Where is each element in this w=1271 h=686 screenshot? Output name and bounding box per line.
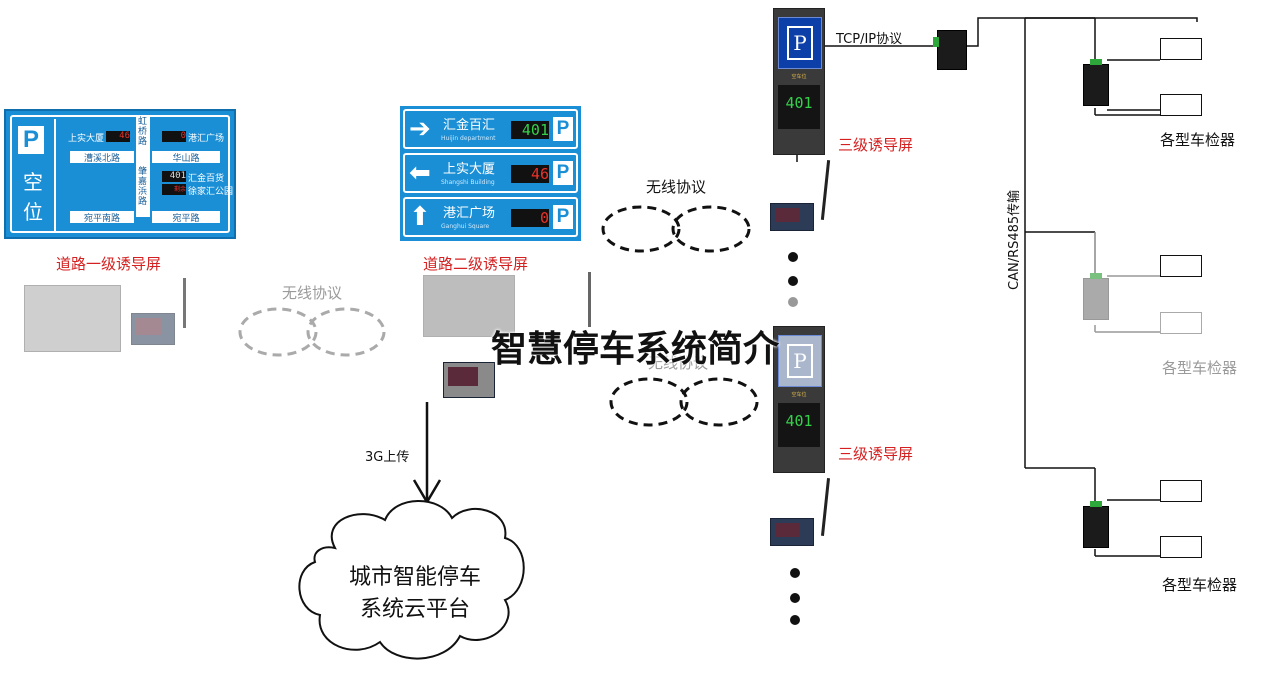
lot-d-name: 徐家汇公园	[188, 187, 234, 197]
tcp-label: TCP/IP协议	[836, 32, 903, 47]
lot-b-name: 港汇广场	[188, 134, 225, 144]
sign2-row-1: ➔ 汇金百汇 Huijin department 401 P	[403, 109, 578, 149]
sign2-row-name: 汇金百汇	[443, 118, 496, 133]
lot-d-count: 剩余	[162, 184, 186, 195]
ellipsis-dot	[788, 252, 798, 262]
lot-a-name: 上实大厦	[68, 134, 105, 144]
level-3-guidance-screen: P 空车位 401	[773, 8, 825, 155]
road-label-2: 华山路	[152, 151, 220, 164]
detector-label-3: 各型车检器	[1162, 576, 1238, 594]
parking-p-icon: P	[18, 126, 44, 154]
diagram-title: 智慧停车系统简介	[491, 329, 780, 370]
label-kiosk-2: 三级诱导屏	[838, 445, 914, 463]
ellipsis-dot	[788, 297, 798, 307]
parking-p-icon: P	[553, 117, 573, 141]
arrow-up-icon: ⬆	[409, 202, 431, 232]
vacancy-char-1: 空	[23, 170, 43, 194]
parking-slot-icon	[1160, 480, 1202, 502]
wireless-label-1: 无线协议	[282, 284, 343, 302]
level-3-guidance-screen: P 空车位 401	[773, 326, 825, 473]
parking-p-icon: P	[778, 335, 822, 387]
lot-b-count: 0	[162, 131, 186, 142]
parking-slot-icon	[1160, 94, 1202, 116]
label-road-sign-level-2: 道路二级诱导屏	[423, 255, 529, 273]
sign-divider	[54, 119, 56, 231]
uplink-label: 3G上传	[365, 450, 410, 465]
kiosk-caption: 空车位	[791, 392, 807, 398]
vertical-road-1: 虹桥路	[138, 117, 148, 147]
kiosk-display: 401	[778, 85, 820, 129]
wireless-label-3: 无线协议	[648, 354, 709, 372]
road-label-4: 宛平路	[152, 211, 220, 224]
sign2-row-count: 401	[511, 121, 549, 139]
road-label-1: 漕溪北路	[70, 151, 134, 164]
can-rs485-label: CAN/RS485传输	[1007, 189, 1022, 290]
parking-p-icon: P	[553, 161, 573, 185]
sign2-row-sub: Shangshi Building	[441, 179, 495, 186]
parking-slot-icon	[1160, 312, 1202, 334]
vehicle-detector	[1083, 59, 1109, 106]
sign2-row-count: 0	[511, 209, 549, 227]
lot-c-name: 汇金百货	[188, 174, 225, 184]
sign-back-panel	[24, 285, 121, 352]
road-label-3: 宛平南路	[70, 211, 134, 224]
wireless-label-2: 无线协议	[646, 178, 707, 196]
arrow-left-icon: ⬅	[409, 158, 431, 188]
kiosk-count: 401	[785, 412, 813, 430]
sign2-row-count: 46	[511, 165, 549, 183]
label-kiosk-1: 三级诱导屏	[838, 136, 914, 154]
sign2-row-sub: Ganghui Square	[441, 223, 490, 230]
wireless-module	[131, 313, 175, 345]
label-road-sign-level-1: 道路一级诱导屏	[56, 255, 162, 273]
sign2-row-2: ⬅ 上实大厦 Shangshi Building 46 P	[403, 153, 578, 193]
road-guidance-sign-level-1: P 空 位 上实大厦 46 港汇广场 0 漕溪北路 华山路 虹桥路 肇嘉浜路 4…	[4, 109, 236, 239]
cloud-platform-label: 城市智能停车系统云平台	[330, 562, 500, 626]
antenna-icon	[588, 272, 591, 327]
detector-label-1: 各型车检器	[1160, 131, 1236, 149]
vehicle-detector	[1083, 501, 1109, 548]
antenna-icon	[183, 278, 186, 328]
parking-p-icon: P	[778, 17, 822, 69]
kiosk-caption: 空车位	[791, 74, 807, 80]
ellipsis-dot	[790, 593, 800, 603]
wireless-module	[770, 203, 814, 231]
detector-label-2: 各型车检器	[1162, 359, 1238, 377]
sign2-row-name: 港汇广场	[443, 206, 496, 221]
parking-slot-icon	[1160, 536, 1202, 558]
ellipsis-dot	[788, 276, 798, 286]
vacancy-char-2: 位	[23, 200, 43, 224]
sign2-row-3: ⬆ 港汇广场 Ganghui Square 0 P	[403, 197, 578, 237]
sign-back-panel	[423, 275, 515, 337]
cloud-line-2: 系统云平台	[359, 597, 470, 622]
sign2-row-name: 上实大厦	[443, 162, 496, 177]
vehicle-detector	[1083, 273, 1109, 320]
ellipsis-dot	[790, 568, 800, 578]
wireless-module	[443, 362, 495, 398]
vertical-road-2: 肇嘉浜路	[138, 167, 148, 207]
arrow-right-icon: ➔	[409, 114, 431, 144]
road-guidance-sign-level-2: ➔ 汇金百汇 Huijin department 401 P ⬅ 上实大厦 Sh…	[400, 106, 581, 241]
wireless-module	[770, 518, 814, 546]
protocol-converter	[933, 30, 967, 70]
lot-c-count: 401	[162, 171, 186, 182]
parking-p-icon: P	[553, 205, 573, 229]
kiosk-count: 401	[785, 94, 813, 112]
parking-slot-icon	[1160, 255, 1202, 277]
ellipsis-dot	[790, 615, 800, 625]
sign2-row-sub: Huijin department	[441, 135, 496, 142]
cloud-line-1: 城市智能停车	[348, 565, 481, 590]
vertical-road	[136, 117, 150, 217]
kiosk-display: 401	[778, 403, 820, 447]
parking-slot-icon	[1160, 38, 1202, 60]
lot-a-count: 46	[106, 131, 130, 142]
